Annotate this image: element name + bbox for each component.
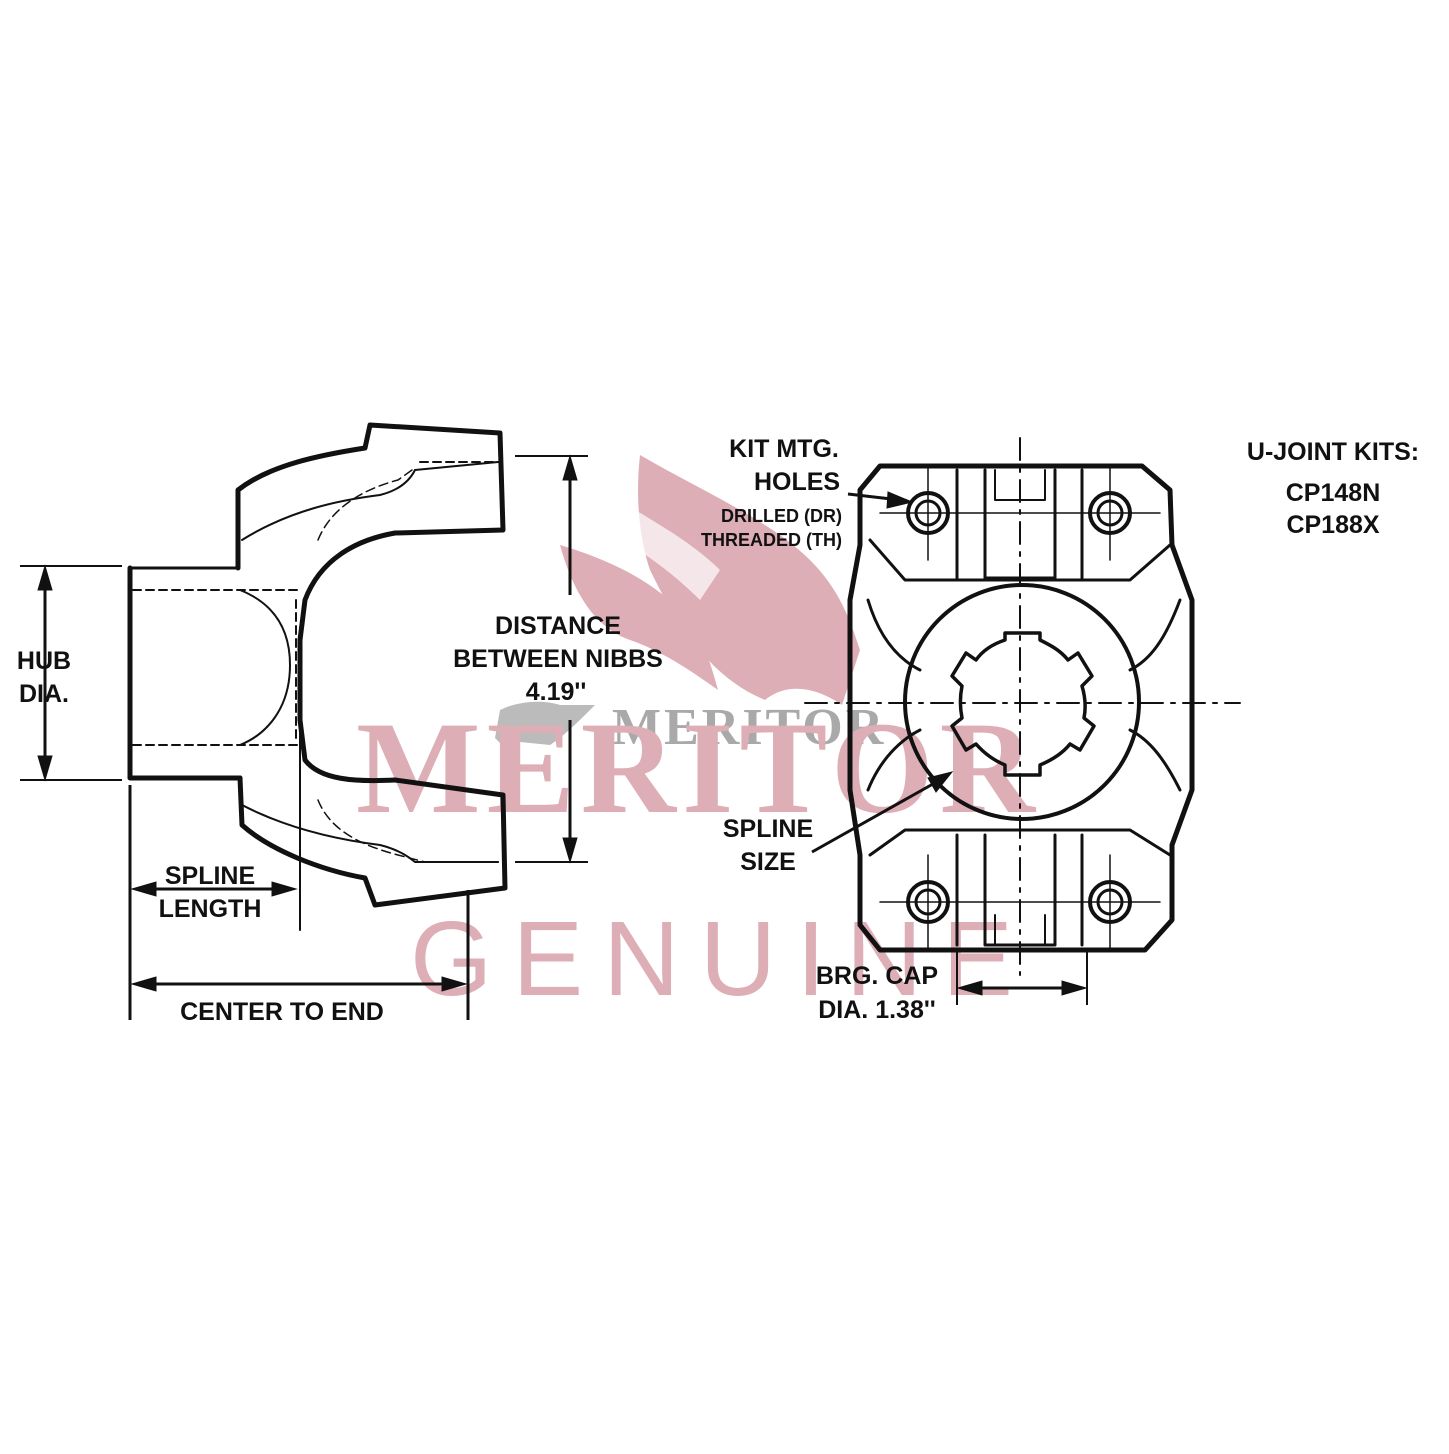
drilled-label: DRILLED (DR)	[721, 506, 842, 526]
ujoint-kit-item: CP148N	[1286, 479, 1381, 507]
bull-logo-icon	[560, 455, 860, 705]
meritor-small-watermark: MERITOR	[612, 699, 886, 756]
meritor-big-watermark: MERITOR	[356, 694, 1041, 841]
meritor-watermark: MERITOR MERITOR GENUINE	[356, 455, 1041, 1018]
brg-cap-label-line1: BRG. CAP	[816, 962, 938, 990]
brg-cap-label-line2: DIA. 1.38''	[818, 996, 936, 1024]
spline-length-label-line1: SPLINE	[165, 862, 255, 890]
distance-label-line2: BETWEEN NIBBS	[453, 645, 663, 673]
hub-dia-label-line2: DIA.	[19, 680, 69, 708]
center-to-end-label: CENTER TO END	[180, 998, 384, 1026]
hub-dia-label-line1: HUB	[17, 647, 71, 675]
spline-length-label-line2: LENGTH	[159, 895, 262, 923]
distance-value: 4.19''	[526, 678, 587, 706]
spline-size-label-line2: SIZE	[740, 848, 796, 876]
end-dimensions	[811, 491, 1088, 1005]
bull-logo-gray-icon	[495, 701, 595, 748]
spline-size-label-line1: SPLINE	[723, 815, 813, 843]
ujoint-kits-heading: U-JOINT KITS:	[1247, 438, 1419, 466]
side-dimensions	[20, 454, 588, 1020]
kit-mtg-label-line1: KIT MTG.	[729, 435, 839, 463]
distance-label-line1: DISTANCE	[495, 612, 621, 640]
kit-mtg-label-line2: HOLES	[754, 468, 840, 496]
ujoint-kit-item: CP188X	[1286, 511, 1379, 539]
genuine-watermark: GENUINE	[410, 900, 1033, 1018]
yoke-side-view	[127, 422, 508, 931]
threaded-label: THREADED (TH)	[701, 530, 842, 550]
yoke-end-view	[804, 437, 1241, 976]
labels: HUB DIA. DISTANCE BETWEEN NIBBS 4.19'' S…	[17, 435, 1419, 1026]
